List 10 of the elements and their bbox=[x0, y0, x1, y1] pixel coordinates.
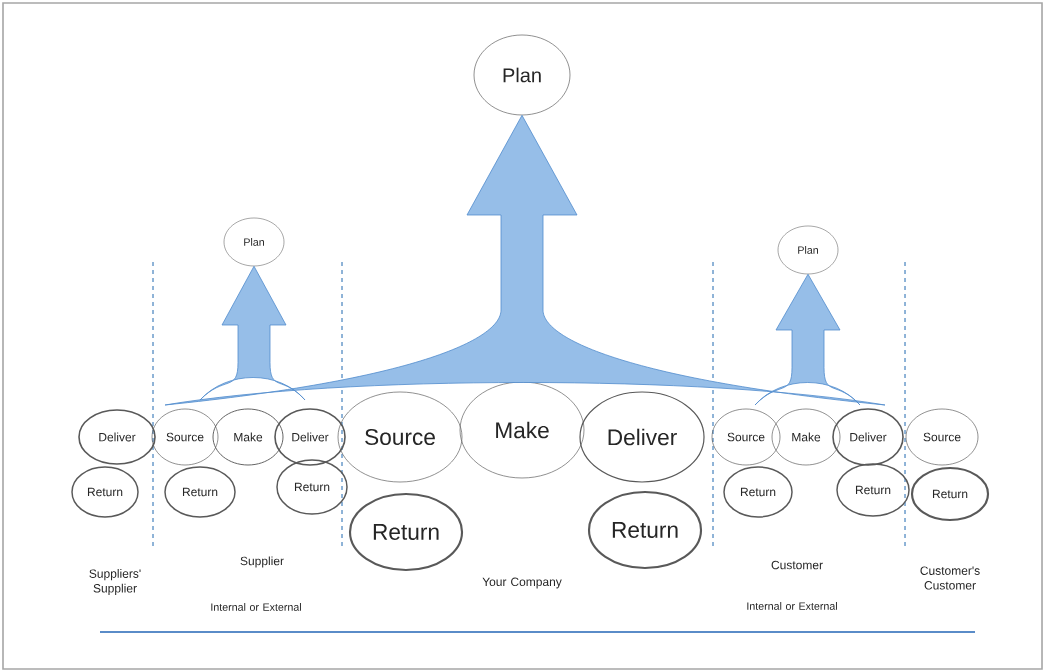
group-label: Your Company bbox=[482, 577, 562, 589]
arrow bbox=[754, 273, 861, 406]
group-label: Internal or External bbox=[211, 603, 301, 611]
group-label: Suppliers' Supplier bbox=[89, 569, 141, 595]
group-label: Customer bbox=[771, 560, 823, 570]
arrow bbox=[164, 114, 886, 406]
group-label: Internal or External bbox=[747, 602, 837, 610]
arrow bbox=[199, 265, 306, 401]
group-label: Customer's Customer bbox=[920, 566, 980, 590]
group-label: Supplier bbox=[240, 556, 284, 568]
